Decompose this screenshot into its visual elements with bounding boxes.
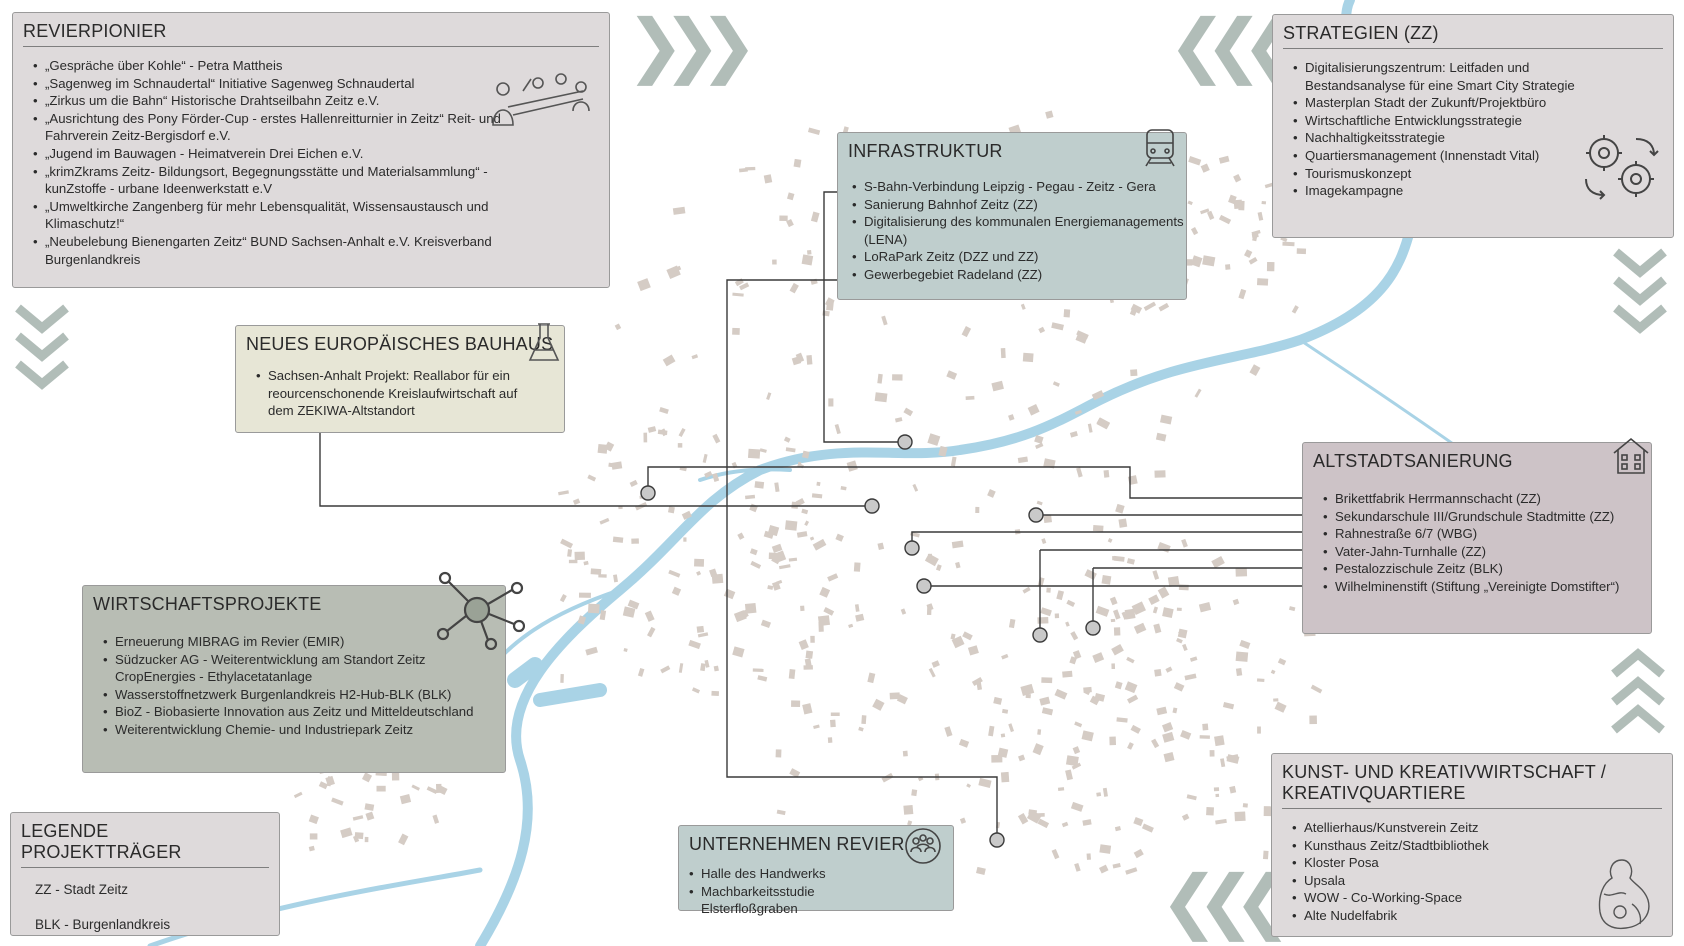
item-list: Digitalisierungszentrum: Leitfaden und B…: [1283, 59, 1583, 200]
list-item: LoRaPark Zeitz (DZZ und ZZ): [852, 248, 1188, 266]
list-item: Nachhaltigkeitsstrategie: [1293, 129, 1583, 147]
chevrons-left-top: ❮❮❮: [1168, 4, 1300, 86]
panel-unternehmen: UNTERNEHMEN REVIER Halle des Handwerks M…: [678, 825, 954, 916]
list-item: Digitalisierungszentrum: Leitfaden und B…: [1293, 59, 1583, 94]
panel-title: LEGENDE PROJEKTTRÄGER: [21, 821, 269, 868]
item-list: Sachsen-Anhalt Projekt: Reallabor für ei…: [246, 367, 546, 420]
panel-kunst: KUNST- UND KREATIVWIRTSCHAFT / KREATIVQU…: [1271, 753, 1673, 937]
people-group-icon: [492, 73, 590, 126]
item-list: Brikettfabrik Herrmannschacht (ZZ) Sekun…: [1313, 490, 1643, 596]
list-item: Kloster Posa: [1292, 854, 1582, 872]
list-item: „Zirkus um die Bahn“ Historische Drahtse…: [33, 92, 533, 110]
panel-title: NEUES EUROPÄISCHES BAUHAUS: [246, 334, 554, 354]
list-item: Sachsen-Anhalt Projekt: Reallabor für ei…: [256, 367, 546, 420]
legend-item: ZZ - Stadt Zeitz: [35, 882, 129, 897]
item-list: Halle des Handwerks Machbarkeitsstudie E…: [689, 865, 909, 918]
panel-bauhaus: NEUES EUROPÄISCHES BAUHAUS Sachsen-Anhal…: [235, 323, 565, 433]
panel-title: ALTSTADTSANIERUNG: [1313, 451, 1513, 471]
list-item: „krimZkrams Zeitz- Bildungsort, Begegnun…: [33, 163, 533, 198]
list-item: Brikettfabrik Herrmannschacht (ZZ): [1323, 490, 1643, 508]
list-item: Digitalisierung des kommunalen Energiema…: [852, 213, 1188, 248]
panel-title: STRATEGIEN (ZZ): [1283, 23, 1663, 49]
flask-icon: [528, 323, 560, 361]
item-list: „Gespräche über Kohle“ - Petra Mattheis …: [23, 57, 533, 268]
list-item: WOW - Co-Working-Space: [1292, 889, 1582, 907]
list-item: Wilhelminenstift (Stiftung „Vereinigte D…: [1323, 578, 1643, 596]
list-item: Pestalozzischule Zeitz (BLK): [1323, 560, 1643, 578]
figure-sculpture-icon: [1598, 859, 1650, 930]
panel-title: INFRASTRUKTUR: [848, 141, 1003, 161]
list-item: „Neubelebung Bienengarten Zeitz“ BUND Sa…: [33, 233, 533, 268]
list-item: „Gespräche über Kohle“ - Petra Mattheis: [33, 57, 533, 75]
chevrons-left-bottom: ❮❮❮: [1160, 860, 1292, 942]
list-item: „Ausrichtung des Pony Förder-Cup - erste…: [33, 110, 533, 145]
panel-wirtschaft: WIRTSCHAFTSPROJEKTE Erneuerung MIBRAG im…: [82, 571, 525, 773]
gears-icon: [1585, 135, 1659, 200]
list-item: Erneuerung MIBRAG im Revier (EMIR): [103, 633, 483, 651]
list-item: Masterplan Stadt der Zukunft/Projektbüro: [1293, 94, 1583, 112]
network-icon: [436, 571, 525, 650]
list-item: Gewerbegebiet Radeland (ZZ): [852, 266, 1188, 284]
team-icon: [905, 828, 941, 864]
list-item: Südzucker AG - Weiterentwicklung am Stan…: [103, 651, 483, 686]
project-markers: [640, 434, 1101, 848]
panel-legende: LEGENDE PROJEKTTRÄGER ZZ - Stadt Zeitz B…: [10, 812, 280, 936]
item-list: Erneuerung MIBRAG im Revier (EMIR) Südzu…: [93, 633, 483, 739]
list-item: Wasserstoffnetzwerk Burgenlandkreis H2-H…: [103, 686, 483, 704]
list-item: Kunsthaus Zeitz/Stadtbibliothek: [1292, 837, 1582, 855]
panel-title: KUNST- UND KREATIVWIRTSCHAFT / KREATIVQU…: [1282, 762, 1662, 809]
list-item: Tourismuskonzept: [1293, 165, 1583, 183]
list-item: Rahnestraße 6/7 (WBG): [1323, 525, 1643, 543]
list-item: S-Bahn-Verbindung Leipzig - Pegau - Zeit…: [852, 178, 1188, 196]
list-item: Wirtschaftliche Entwicklungsstrategie: [1293, 112, 1583, 130]
chevrons-down-right: [1613, 248, 1667, 334]
list-item: Upsala: [1292, 872, 1582, 890]
list-item: „Jugend im Bauwagen - Heimatverein Drei …: [33, 145, 533, 163]
panel-infrastruktur: INFRASTRUKTUR S-Bahn-Verbindung Leipzig …: [837, 129, 1188, 300]
list-item: Quartiersmanagement (Innenstadt Vital): [1293, 147, 1583, 165]
chevrons-right-top: ❯❯❯: [626, 4, 758, 86]
panel-revierpionier: REVIERPIONIER „Gespräche über Kohle“ - P…: [12, 12, 610, 288]
panel-title: REVIERPIONIER: [23, 21, 599, 47]
train-icon: [1145, 129, 1175, 167]
list-item: Imagekampagne: [1293, 182, 1583, 200]
list-item: Sekundarschule III/Grundschule Stadtmitt…: [1323, 508, 1643, 526]
list-item: „Umweltkirche Zangenberg für mehr Lebens…: [33, 198, 533, 233]
house-icon: [1613, 437, 1649, 474]
list-item: Sanierung Bahnhof Zeitz (ZZ): [852, 196, 1188, 214]
item-list: Atellierhaus/Kunstverein Zeitz Kunsthaus…: [1282, 819, 1582, 925]
chevrons-up-right: [1611, 648, 1665, 734]
panel-title: WIRTSCHAFTSPROJEKTE: [93, 594, 322, 614]
list-item: „Sagenweg im Schnaudertal“ Initiative Sa…: [33, 75, 533, 93]
panel-strategien: STRATEGIEN (ZZ) Digitalisierungszentrum:…: [1272, 14, 1674, 238]
chevrons-down-left: [15, 304, 69, 390]
list-item: Machbarkeitsstudie Elsterfloßgraben: [689, 883, 909, 918]
list-item: Weiterentwicklung Chemie- und Industriep…: [103, 721, 483, 739]
list-item: Alte Nudelfabrik: [1292, 907, 1582, 925]
legend-item: BLK - Burgenlandkreis: [35, 917, 171, 932]
panel-title: UNTERNEHMEN REVIER: [689, 834, 905, 854]
list-item: Vater-Jahn-Turnhalle (ZZ): [1323, 543, 1643, 561]
item-list: S-Bahn-Verbindung Leipzig - Pegau - Zeit…: [848, 178, 1188, 284]
list-item: Atellierhaus/Kunstverein Zeitz: [1292, 819, 1582, 837]
panel-altstadt: ALTSTADTSANIERUNG Brikettfabrik Herrmann…: [1302, 437, 1652, 634]
list-item: BioZ - Biobasierte Innovation aus Zeitz …: [103, 703, 483, 721]
list-item: Halle des Handwerks: [689, 865, 909, 883]
